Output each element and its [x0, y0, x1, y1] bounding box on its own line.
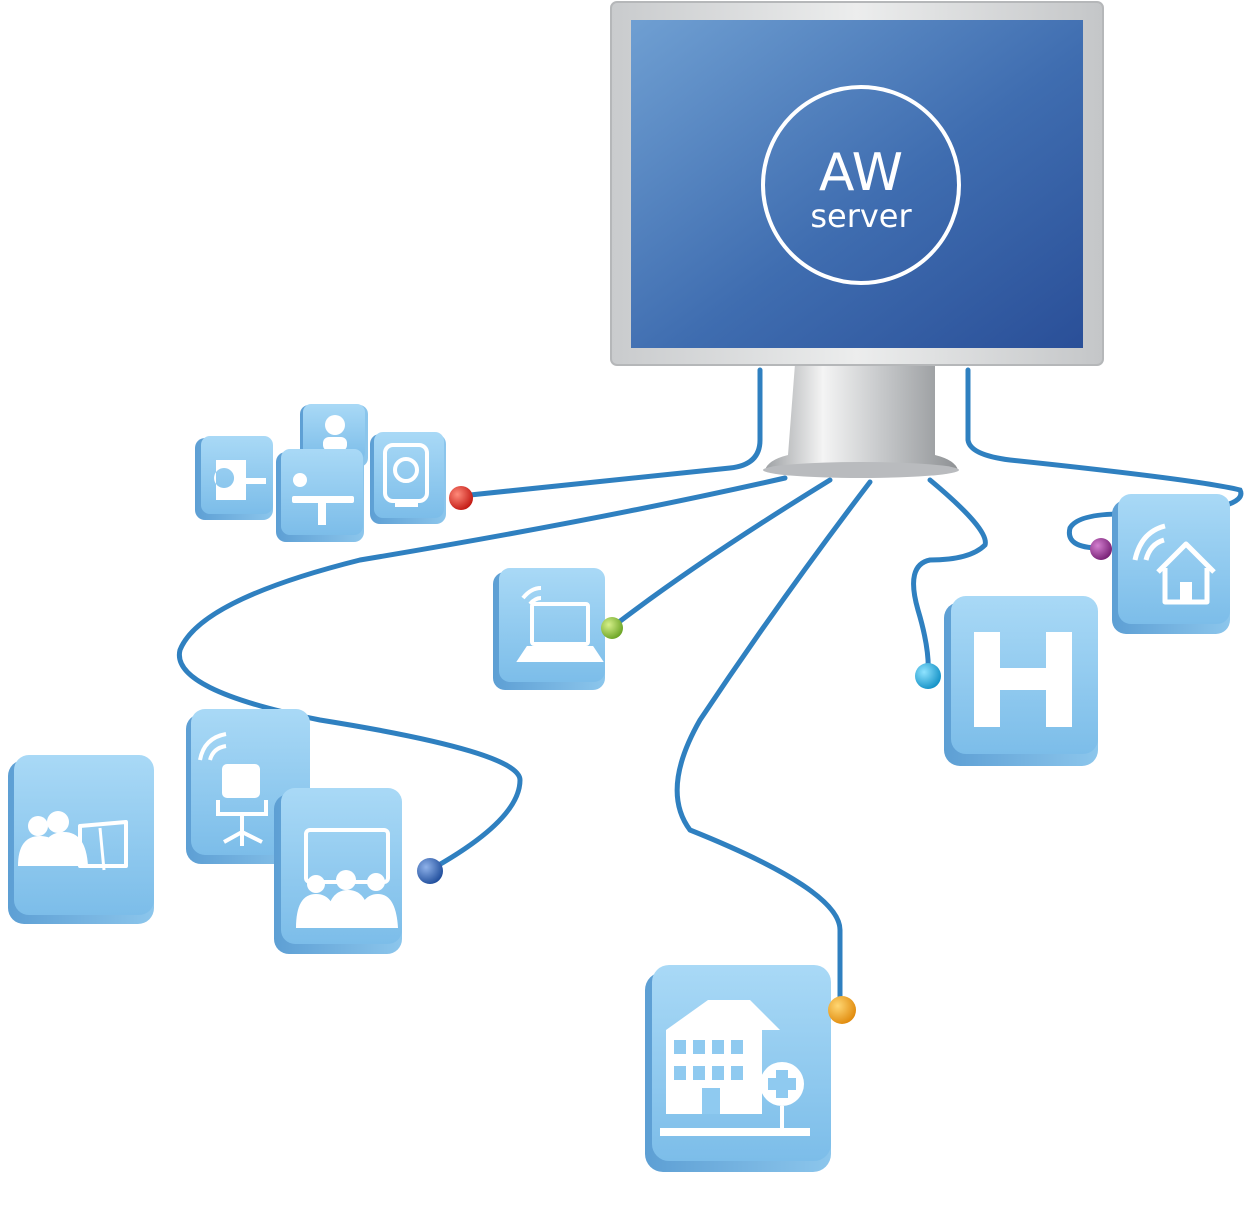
modalities-cluster: [195, 404, 473, 542]
laptop-node: [493, 568, 623, 690]
meeting-room-icon: [296, 828, 398, 928]
video-conference-icon: [18, 811, 128, 871]
home-node: [1090, 494, 1230, 634]
connector-purple: [1090, 538, 1112, 560]
connector-red: [449, 486, 473, 510]
hospital-node: [915, 596, 1098, 766]
cable-modalities: [467, 367, 763, 498]
wireless-laptop-icon: [516, 586, 604, 662]
ct-scanner-tile: [195, 436, 273, 520]
connector-orange: [828, 996, 856, 1024]
surgeon-icon: [323, 415, 347, 451]
clinic-node: [645, 965, 856, 1172]
mri-scanner-icon: [383, 443, 429, 507]
operating-table-tile: [276, 449, 364, 542]
video-conference-tile: [8, 755, 154, 924]
monitor-screen: [631, 20, 1083, 348]
mri-tile: [370, 432, 446, 524]
aw-logo-ring: [761, 85, 961, 285]
operating-table-icon: [292, 473, 354, 525]
cable-home: [965, 367, 1244, 551]
ct-scanner-icon: [214, 460, 266, 500]
server-subtitle: server: [810, 197, 912, 235]
clinic-building-icon: [660, 1000, 810, 1136]
cable-hospital: [911, 477, 988, 678]
home-care-icon: [1132, 523, 1216, 605]
aw-server-monitor: AW server: [610, 1, 1104, 478]
connector-blue: [417, 858, 443, 884]
conference-cluster: [8, 709, 443, 954]
cable-meeting-room: [176, 475, 788, 873]
cable-laptop: [612, 477, 833, 628]
connector-green: [601, 617, 623, 639]
server-title: AW: [819, 143, 903, 203]
monitor-stand: [765, 364, 958, 470]
wireless-office-chair-icon: [198, 732, 268, 846]
cable-clinic: [674, 479, 873, 1008]
cables: [176, 367, 1244, 1008]
hospital-h-icon: [974, 632, 1072, 727]
meeting-room-tile: [274, 788, 402, 954]
connector-cyan: [915, 663, 941, 689]
